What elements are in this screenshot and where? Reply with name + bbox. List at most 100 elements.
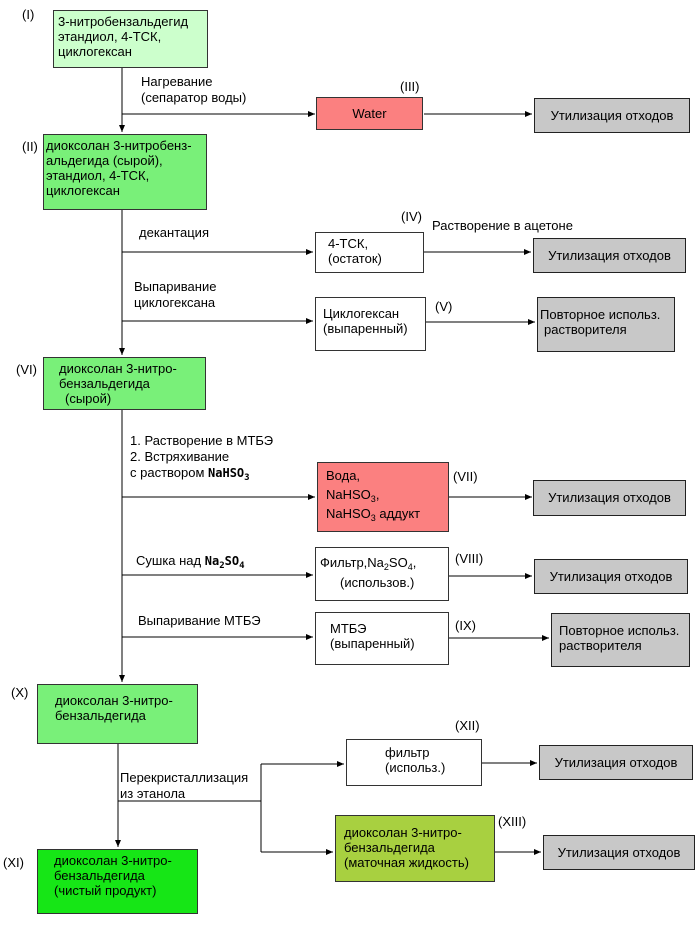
- evap-cyclo-line-1: Выпаривание: [134, 279, 217, 294]
- sink-waste-iv: Утилизация отходов: [533, 238, 686, 273]
- node-viii-line-1: Фильтр,Na2SO4,: [320, 553, 444, 573]
- node-vi-crude-dioxolane: диоксолан 3-нитро- бензальдегида (сырой): [43, 357, 206, 410]
- node-x-dioxolane: диоксолан 3-нитро- бензальдегида: [37, 684, 198, 744]
- mtbe-nahso3-formula: NaHSO3: [208, 466, 250, 483]
- node-vii-aqueous-waste: Вода, NaHSO3, NaHSO3 аддукт: [317, 462, 449, 532]
- node-number-ii: (II): [22, 139, 38, 154]
- node-ii-crude-mixture: диоксолан 3-нитробенз- альдегида (сырой)…: [43, 134, 207, 210]
- node-number-xiii: (XIII): [498, 814, 527, 829]
- node-ii-line-2: альдегида (сырой),: [46, 153, 163, 168]
- heating-line-2: (сепаратор воды): [141, 90, 247, 105]
- node-xiii-line-2: бензальдегида: [344, 840, 435, 855]
- node-vii-line-2-tail: ,: [375, 487, 380, 502]
- node-number-xii: (XII): [455, 718, 480, 733]
- drying-na2so4-formula: Na2SO4: [205, 554, 245, 571]
- na2so4-d: 4: [239, 561, 245, 571]
- node-x-line-1: диоксолан 3-нитро-: [55, 693, 173, 708]
- mtbe-step-3-text: с раствором: [130, 465, 209, 480]
- sink-waste-xiii: Утилизация отходов: [543, 835, 695, 870]
- recryst-line-2: из этанола: [120, 786, 186, 801]
- node-xi-line-3: (чистый продукт): [54, 883, 157, 898]
- node-v-line-1: Циклогексан: [323, 306, 400, 321]
- node-ii-line-3: этандиол, 4-ТСК,: [46, 168, 150, 183]
- sink-waste-vii-text: Утилизация отходов: [548, 490, 671, 505]
- step-recrystallization-label: Перекристаллизация из этанола: [120, 770, 248, 802]
- node-number-ix: (IX): [455, 618, 476, 633]
- node-number-viii: (VIII): [455, 551, 484, 566]
- node-i-line-1: 3-нитробензальдегид: [58, 14, 189, 29]
- sink-waste-vii: Утилизация отходов: [533, 480, 686, 516]
- heating-line-1: Нагревание: [141, 74, 213, 89]
- node-vi-line-2: бензальдегида: [59, 376, 150, 391]
- node-number-v: (V): [435, 299, 453, 314]
- step-decantation-label: декантация: [139, 225, 209, 240]
- evap-cyclo-line-2: циклогексана: [134, 295, 216, 310]
- node-i-line-2: этандиол, 4-ТСК,: [58, 29, 162, 44]
- node-iii-water: Water: [316, 97, 423, 130]
- sink-waste-iii: Утилизация отходов: [534, 98, 690, 133]
- node-ii-line-1: диоксолан 3-нитробенз-: [46, 138, 192, 153]
- na2so4-b: 2: [219, 561, 225, 571]
- node-number-xi: (XI): [3, 855, 24, 870]
- node-xi-line-1: диоксолан 3-нитро-: [54, 853, 172, 868]
- node-vii-line-3-sub: 3: [370, 513, 376, 523]
- na2so4-c: SO: [224, 554, 240, 568]
- node-number-iii: (III): [400, 79, 420, 94]
- node-vii-line-2-sub: 3: [370, 494, 376, 504]
- node-vii-line-3-main: NaHSO: [326, 506, 371, 521]
- node-iii-text: Water: [352, 106, 387, 121]
- node-xii-used-filter: фильтр (использ.): [346, 739, 482, 786]
- node-number-i: (I): [22, 7, 35, 22]
- sink-waste-xii-text: Утилизация отходов: [554, 755, 678, 770]
- node-i-starting-materials: 3-нитробензальдегид этандиол, 4-ТСК, цик…: [53, 10, 208, 68]
- sink-waste-iii-text: Утилизация отходов: [550, 108, 674, 123]
- nahso3-main: NaHSO: [208, 466, 245, 480]
- node-xiii-line-1: диоксолан 3-нитро-: [344, 825, 462, 840]
- mtbe-step-3: с раствором NaHSO3: [130, 465, 273, 483]
- node-ix-line-1: МТБЭ: [330, 621, 367, 636]
- node-iv-tsa-residue: 4-ТСК, (остаток): [315, 232, 424, 273]
- node-ix-line-2: (выпаренный): [330, 636, 415, 651]
- node-number-vi: (VI): [16, 362, 37, 377]
- drying-text: Сушка над: [136, 553, 205, 568]
- sink-reuse-ix: Повторное использ. растворителя: [551, 613, 690, 667]
- node-viii-sub-1: 2: [383, 562, 389, 572]
- node-v-cyclohexane-evaporated: Циклогексан (выпаренный): [315, 297, 426, 351]
- step-evaporate-mtbe-label: Выпаривание МТБЭ: [138, 613, 261, 628]
- node-ii-line-4: циклогексан: [46, 183, 120, 198]
- step-drying-label: Сушка над Na2SO4: [136, 553, 245, 571]
- node-xii-line-2: (использ.): [385, 760, 446, 775]
- node-ix-mtbe-evaporated: МТБЭ (выпаренный): [315, 612, 449, 665]
- recryst-line-1: Перекристаллизация: [120, 770, 249, 785]
- node-number-x: (X): [11, 685, 29, 700]
- node-xiii-mother-liquor: диоксолан 3-нитро- бензальдегида (маточн…: [335, 815, 495, 882]
- node-iv-line-1: 4-ТСК,: [328, 236, 369, 251]
- mtbe-step-2: 2. Встряхивание: [130, 449, 230, 464]
- sink-waste-xiii-text: Утилизация отходов: [557, 845, 681, 860]
- node-i-line-3: циклогексан: [58, 44, 132, 59]
- node-xii-line-1: фильтр: [385, 745, 430, 760]
- node-iv-line-2: (остаток): [328, 251, 382, 266]
- step-evaporate-cyclohexane-label: Выпаривание циклогексана: [134, 279, 216, 311]
- sink-reuse-ix-line-2: растворителя: [559, 638, 642, 653]
- mtbe-step-1: 1. Растворение в МТБЭ: [130, 433, 274, 448]
- sink-waste-xii: Утилизация отходов: [539, 745, 693, 780]
- node-xi-pure-product: диоксолан 3-нитро- бензальдегида (чистый…: [37, 849, 198, 914]
- node-viii-sub-2: 4: [407, 562, 413, 572]
- sink-waste-viii: Утилизация отходов: [534, 559, 688, 594]
- node-vii-line-2-main: NaHSO: [326, 487, 371, 502]
- node-viii-line-2: (использов.): [340, 575, 415, 590]
- node-x-line-2: бензальдегида: [55, 708, 146, 723]
- sink-reuse-v: Повторное использ. растворителя: [537, 297, 675, 352]
- nahso3-subscript: 3: [244, 473, 250, 483]
- sink-reuse-v-line-1: Повторное использ.: [540, 307, 661, 322]
- node-vii-line-1: Вода,: [326, 468, 361, 483]
- sink-waste-viii-text: Утилизация отходов: [549, 569, 673, 584]
- node-viii-used-filter: Фильтр,Na2SO4, (использов.): [315, 547, 449, 601]
- step-heating-label: Нагревание (сепаратор воды): [141, 74, 246, 106]
- node-v-line-2: (выпаренный): [323, 321, 408, 336]
- node-vi-line-3: (сырой): [65, 391, 112, 406]
- node-viii-line-1-main: Фильтр,Na: [320, 555, 384, 570]
- node-number-vii: (VII): [453, 469, 478, 484]
